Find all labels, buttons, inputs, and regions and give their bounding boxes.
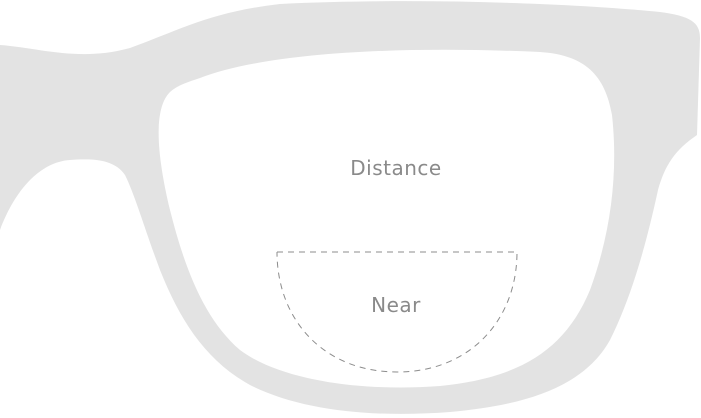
distance-label: Distance bbox=[350, 156, 442, 180]
near-segment-outline bbox=[276, 251, 518, 373]
near-label: Near bbox=[371, 293, 421, 317]
